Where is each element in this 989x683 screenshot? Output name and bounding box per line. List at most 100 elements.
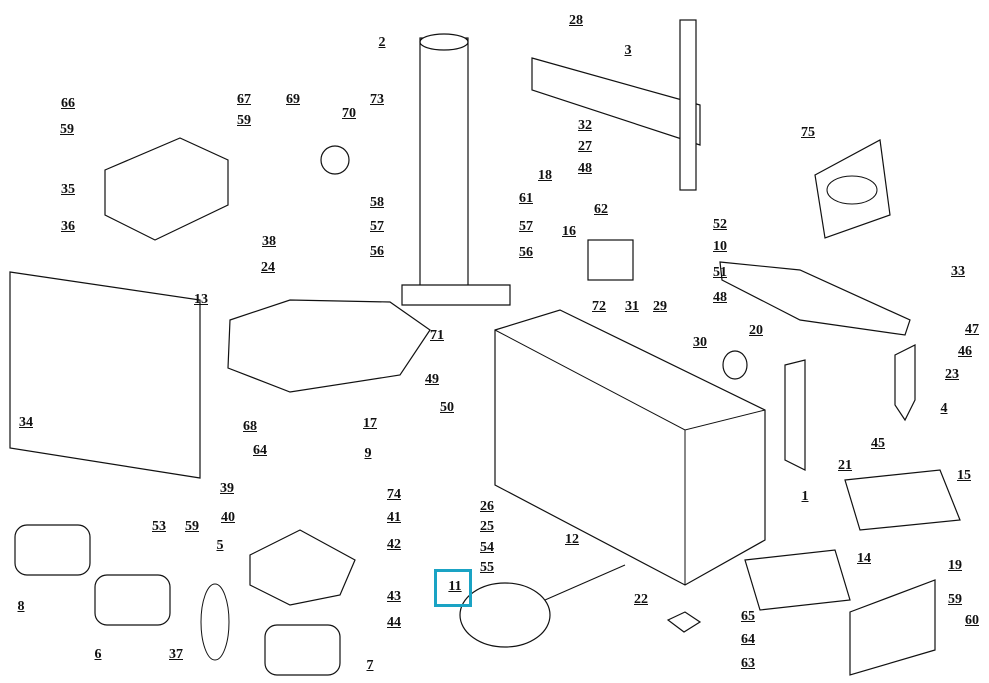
part-disc-20 — [722, 350, 748, 380]
callout-label: 12 — [565, 532, 579, 547]
part-side-panel — [9, 271, 201, 479]
callout-label: 22 — [634, 592, 648, 607]
callout-label: 15 — [957, 468, 971, 483]
callout-label: 43 — [387, 589, 401, 604]
callout-label: 7 — [366, 658, 374, 673]
callout-label: 2 — [378, 35, 386, 50]
callout-label: 29 — [653, 299, 667, 314]
part-pedal-cover — [849, 579, 936, 676]
part-motor-7 — [264, 624, 341, 676]
part-swing-arm — [531, 57, 701, 146]
callout-label: 59 — [237, 113, 251, 128]
callout-label: 63 — [741, 656, 755, 671]
part-bracket — [784, 359, 806, 471]
callout-label: 34 — [19, 415, 33, 430]
callout-label: 54 — [480, 540, 494, 555]
callout-label: 25 — [480, 519, 494, 534]
part-block-22 — [666, 611, 702, 633]
callout-label: 53 — [152, 519, 166, 534]
part-inflation-gauge — [320, 145, 350, 175]
callout-label: 26 — [480, 499, 494, 514]
callout-label: 28 — [569, 13, 583, 28]
callout-label: 19 — [948, 558, 962, 573]
callout-label: 42 — [387, 537, 401, 552]
callout-label: 57 — [519, 219, 533, 234]
callout-label: 68 — [243, 419, 257, 434]
callout-label: 72 — [592, 299, 606, 314]
callout-label: 24 — [261, 260, 275, 275]
callout-label: 56 — [519, 245, 533, 260]
callout-label: 9 — [364, 446, 372, 461]
callout-label: 10 — [713, 239, 727, 254]
callout-label: 23 — [945, 367, 959, 382]
callout-label: 67 — [237, 92, 251, 107]
callout-label: 33 — [951, 264, 965, 279]
callout-label: 18 — [538, 168, 552, 183]
callout-label: 3 — [624, 43, 632, 58]
callout-label: 59 — [185, 519, 199, 534]
callout-label: 14 — [857, 551, 871, 566]
callout-label: 1 — [801, 489, 809, 504]
part-cabinet — [494, 309, 766, 586]
callout-label: 27 — [578, 139, 592, 154]
callout-label: 50 — [440, 400, 454, 415]
callout-label: 4 — [940, 401, 948, 416]
callout-label: 45 — [871, 436, 885, 451]
part-pedal — [894, 344, 916, 422]
callout-label: 16 — [562, 224, 576, 239]
part-turntable — [227, 299, 431, 393]
callout-label: 56 — [370, 244, 384, 259]
callout-label: 49 — [425, 372, 439, 387]
callout-label: 52 — [713, 217, 727, 232]
callout-label: 17 — [363, 416, 377, 431]
callout-label: 48 — [713, 290, 727, 305]
callout-label: 39 — [220, 481, 234, 496]
callout-label: 71 — [430, 328, 444, 343]
part-motor-8 — [14, 524, 91, 576]
callout-label: 64 — [741, 632, 755, 647]
callout-label: 44 — [387, 615, 401, 630]
callout-label: 8 — [17, 599, 25, 614]
highlight-box — [434, 569, 472, 607]
part-column-top — [419, 33, 469, 51]
part-cylinder — [459, 582, 551, 648]
callout-label: 62 — [594, 202, 608, 217]
callout-label: 32 — [578, 118, 592, 133]
callout-label: 74 — [387, 487, 401, 502]
callout-label: 69 — [286, 92, 300, 107]
part-cover-plate — [814, 139, 891, 239]
part-belt — [200, 583, 230, 661]
callout-label: 5 — [216, 538, 224, 553]
part-column — [419, 37, 469, 289]
callout-label: 31 — [625, 299, 639, 314]
part-lever-arm — [719, 261, 911, 336]
callout-label: 66 — [61, 96, 75, 111]
callout-label: 51 — [713, 265, 727, 280]
callout-label: 48 — [578, 161, 592, 176]
callout-label: 65 — [741, 609, 755, 624]
callout-label: 37 — [169, 647, 183, 662]
callout-label: 21 — [838, 458, 852, 473]
part-base-block — [104, 137, 229, 241]
callout-label: 13 — [194, 292, 208, 307]
callout-label: 40 — [221, 510, 235, 525]
part-gearbox — [249, 529, 356, 606]
callout-label: 70 — [342, 106, 356, 121]
callout-label: 46 — [958, 344, 972, 359]
part-vertical-shaft — [679, 19, 697, 191]
callout-label: 58 — [370, 195, 384, 210]
callout-label-highlighted: 11 — [448, 579, 462, 594]
callout-label: 35 — [61, 182, 75, 197]
part-motor-6 — [94, 574, 171, 626]
callout-label: 20 — [749, 323, 763, 338]
callout-label: 59 — [948, 592, 962, 607]
callout-label: 47 — [965, 322, 979, 337]
part-piston-rod — [544, 564, 626, 601]
callout-label: 60 — [965, 613, 979, 628]
part-valve-block-15 — [844, 469, 961, 531]
callout-label: 30 — [693, 335, 707, 350]
callout-label: 38 — [262, 234, 276, 249]
part-column-base — [401, 284, 511, 306]
